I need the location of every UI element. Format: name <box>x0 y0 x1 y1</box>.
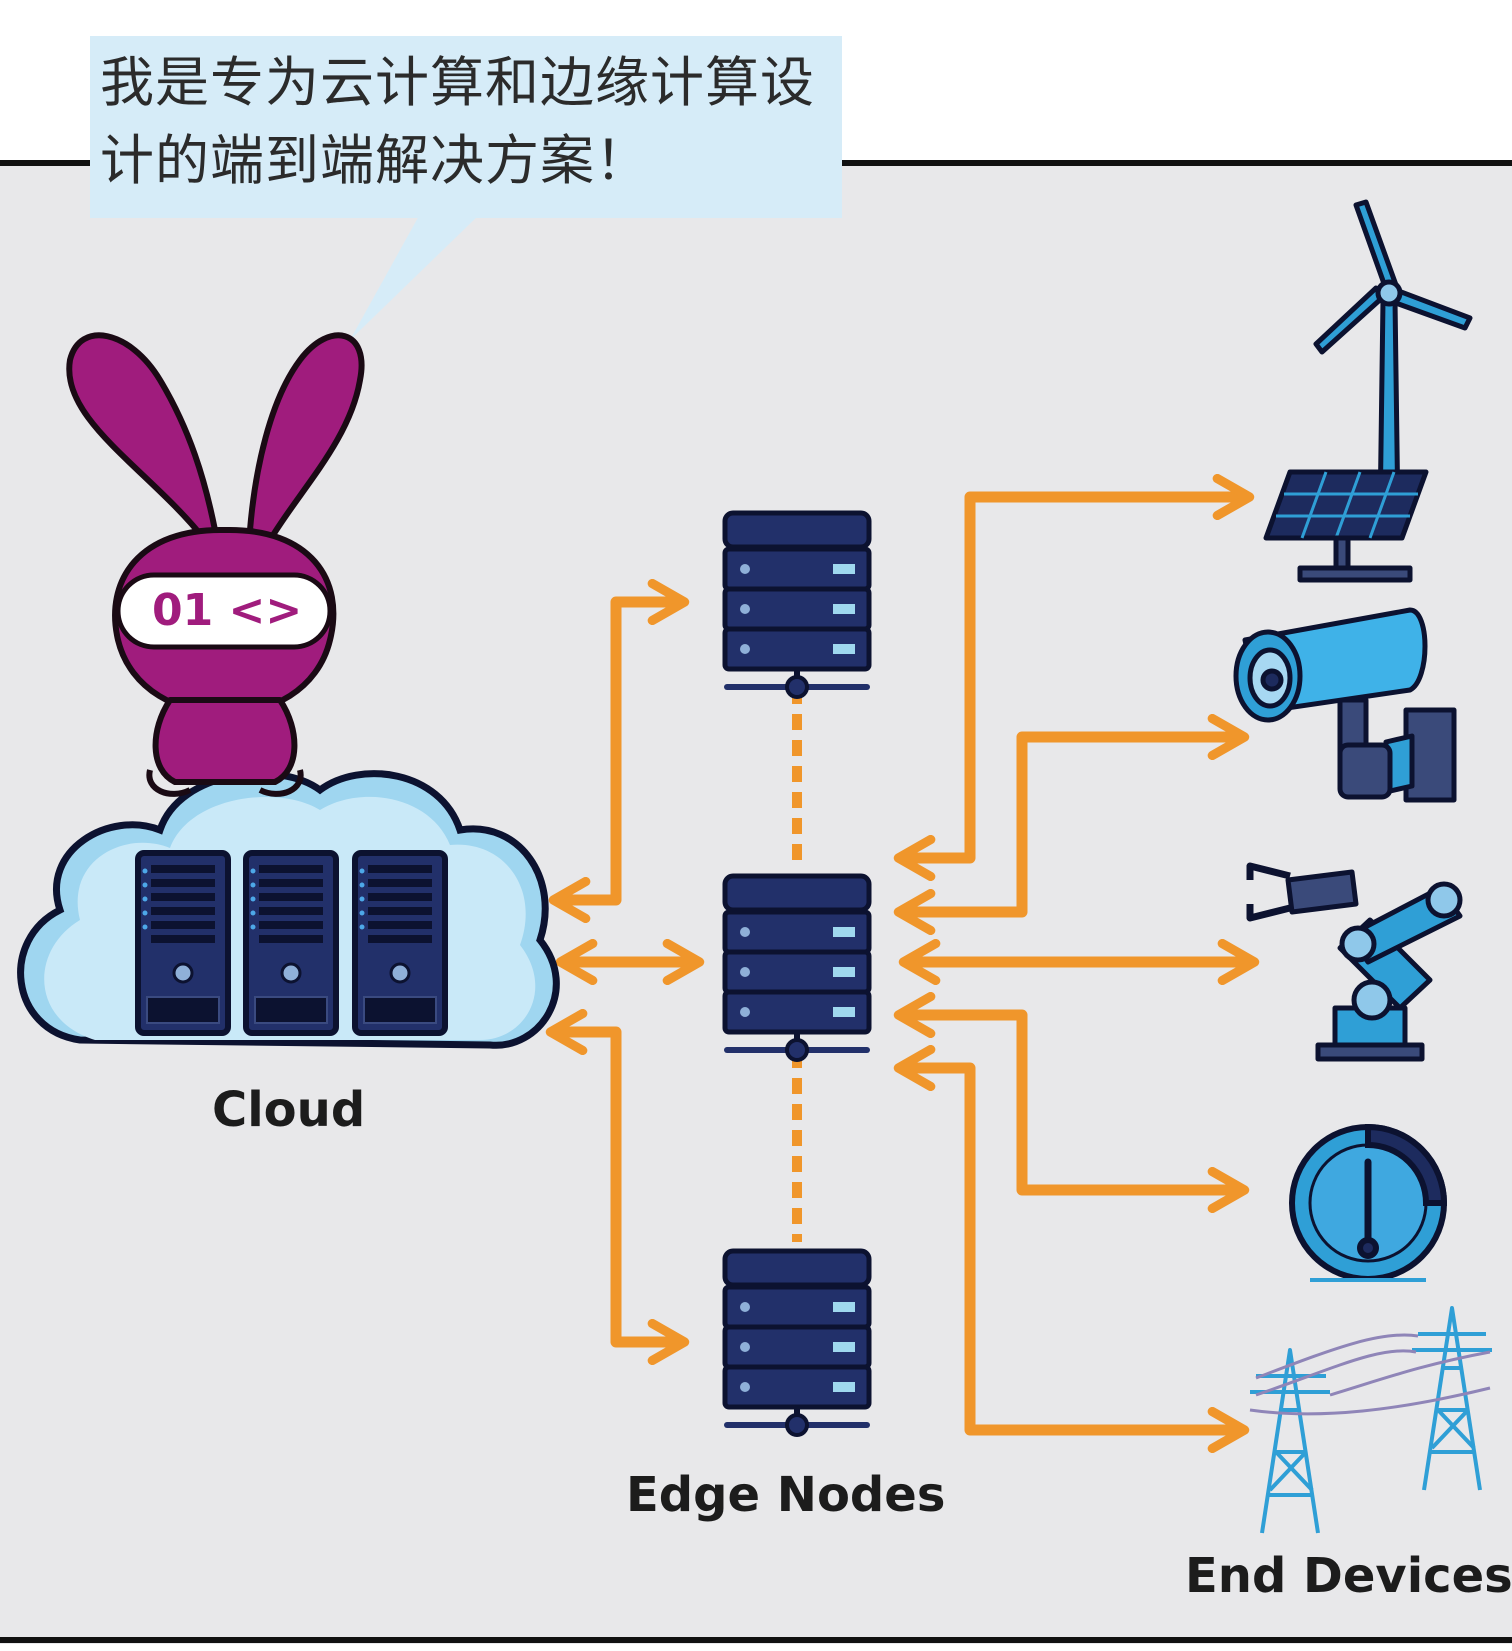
power-tower-icon <box>1249 1306 1492 1534</box>
speech-bubble-text: 我是专为云计算和边缘计算设 计的端到端解决方案！ <box>100 44 840 200</box>
arrow-cloud-edge-bottom <box>545 1008 690 1366</box>
edge-node-middle <box>725 876 869 1060</box>
cloud-server-1 <box>138 853 228 1033</box>
edge-node-top <box>725 513 869 697</box>
cloud-server-2 <box>246 853 336 1033</box>
gauge-icon <box>1289 1123 1448 1282</box>
rabbit-mascot: 01 <> <box>66 332 365 797</box>
security-camera-icon <box>1233 607 1457 803</box>
robot-arm-icon <box>1246 862 1463 1062</box>
wind-turbine-solar-icon <box>1263 199 1473 583</box>
connection-arrows <box>545 473 1260 1454</box>
edge-node-bottom <box>725 1251 869 1435</box>
arrow-cloud-edge-top <box>548 578 690 924</box>
cloud-label: Cloud <box>212 1082 366 1138</box>
arrow-edge-tower <box>893 1044 1250 1454</box>
edge-nodes-label: Edge Nodes <box>626 1467 946 1523</box>
end-devices-label: End Devices <box>1185 1548 1512 1604</box>
arrow-edge-camera <box>893 713 1250 936</box>
speech-bubble <box>90 36 842 340</box>
speech-bubble-line-2: 计的端到端解决方案！ <box>100 129 650 192</box>
cloud-servers-icon <box>17 770 560 1049</box>
speech-bubble-line-1: 我是专为云计算和边缘计算设 <box>100 51 815 114</box>
cloud-server-3 <box>355 853 445 1033</box>
mascot-mask-text: 01 <> <box>152 585 302 636</box>
